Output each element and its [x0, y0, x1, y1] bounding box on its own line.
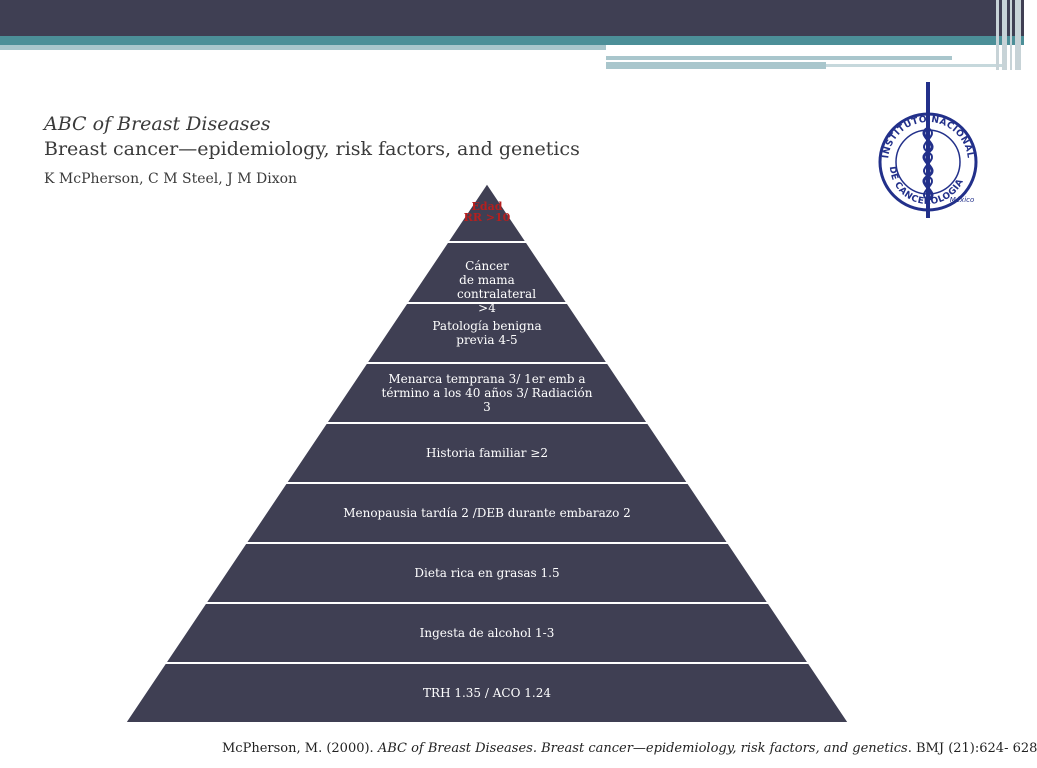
citation-prefix: McPherson, M. (2000).: [222, 741, 378, 756]
citation-suffix: . BMJ (21):624- 628: [907, 741, 1037, 756]
pyramid-tier-label: Menarca temprana 3/ 1er emb a término a …: [381, 372, 593, 414]
pyramid-tier-label: Menopausia tardía 2 /DEB durante embaraz…: [343, 506, 631, 520]
pyramid-tier-label: Historia familiar ≥2: [426, 446, 548, 460]
authors: K McPherson, C M Steel, J M Dixon: [44, 171, 298, 187]
pyramid-tier-label: Dieta rica en grasas 1.5: [414, 566, 560, 580]
pyramid-tier-label: TRH 1.35 / ACO 1.24: [423, 686, 551, 700]
teal-accent-line: [0, 36, 1024, 45]
pyramid-tier-label: Cáncer de mama contralateral >4: [457, 258, 537, 315]
pyramid-tier-label: Ingesta de alcohol 1-3: [419, 626, 555, 640]
pyramid-tier: [123, 662, 851, 724]
institute-logo: INSTITUTO NACIONAL DE CANCEROLOGIA Méxic…: [878, 82, 978, 218]
pyramid-tier-label: Patología benigna previa 4-5: [432, 319, 542, 347]
apex-label-line: Edad: [471, 200, 503, 213]
reference-header: ABC of Breast Diseases Breast cancer—epi…: [44, 112, 644, 190]
light-accent-line: [0, 45, 606, 50]
accent-stripe: [606, 62, 826, 69]
citation: McPherson, M. (2000). ABC of Breast Dise…: [222, 741, 1037, 756]
apex-label-line: RR >10: [463, 211, 511, 224]
logo-text-country: México: [950, 196, 975, 204]
decorative-bars: [994, 0, 1024, 70]
article-title: Breast cancer—epidemiology, risk factors…: [44, 138, 580, 160]
citation-title: ABC of Breast Diseases. Breast cancer—ep…: [377, 741, 908, 756]
accent-stripe: [606, 56, 952, 60]
book-title: ABC of Breast Diseases: [44, 113, 271, 135]
header-band: [0, 0, 1024, 36]
accent-stripe: [826, 64, 1006, 67]
